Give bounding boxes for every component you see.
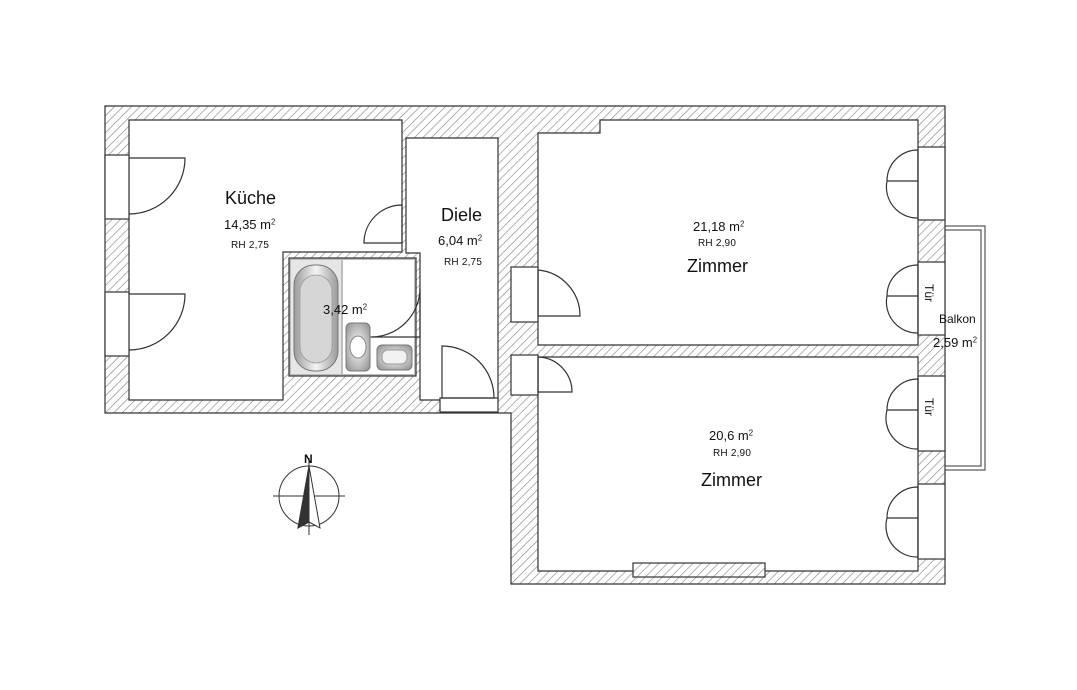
zimmer1-rh: RH 2,90 [698,238,737,249]
north-arrow-icon [273,458,345,535]
compass-north-label: N [304,452,313,466]
bad-area: 3,42 m2 [323,302,368,317]
windows [104,146,946,578]
diele-rh: RH 2,75 [444,257,483,268]
walls [104,105,946,585]
sink-icon [376,344,413,371]
balcony [945,225,986,471]
bathtub-icon [293,264,339,372]
zimmer1-name: Zimmer [687,256,748,276]
zimmer2-area: 20,6 m2 [709,428,754,443]
zimmer2-name: Zimmer [701,470,762,490]
door-swings [128,149,919,558]
zimmer1-area: 21,18 m2 [693,219,745,234]
diele-name: Diele [441,205,483,225]
kueche-rh: RH 2,75 [231,240,270,251]
kueche-name: Küche [225,188,277,208]
toilet-icon [345,322,371,372]
kueche-area: 14,35 m2 [224,217,276,232]
zimmer2-rh: RH 2,90 [713,448,752,459]
tuer-label-lower: Tür [922,398,936,416]
balkon-area: 2,59 m2 [933,335,978,350]
balkon-name: Balkon [939,312,976,326]
diele-area: 6,04 m2 [438,233,483,248]
tuer-label-upper: Tür [922,284,936,302]
